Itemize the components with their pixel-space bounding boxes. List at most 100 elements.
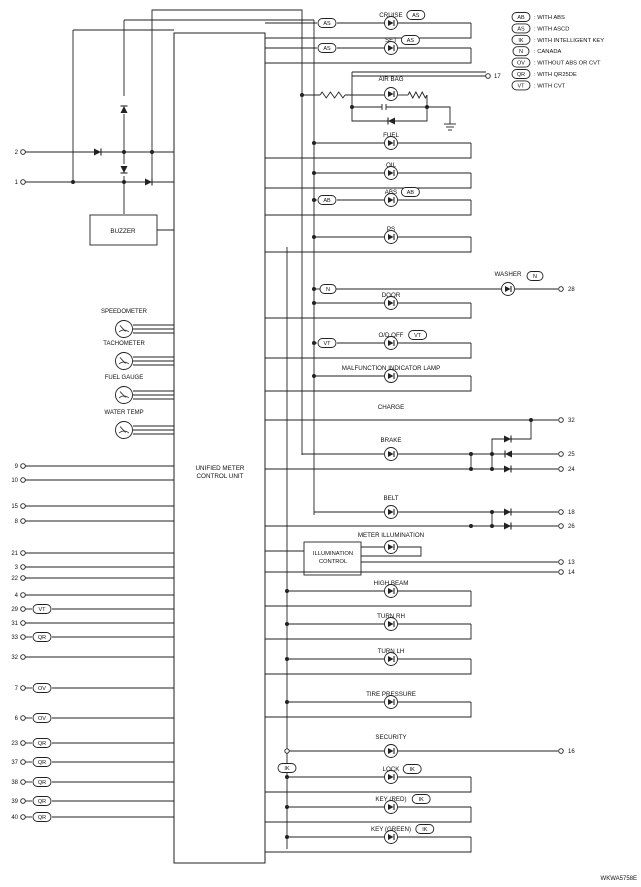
diode-triangle: [504, 508, 511, 516]
terminal-circle: [20, 503, 26, 509]
return-wire: [265, 837, 472, 853]
terminal-circle: [20, 592, 26, 598]
gauge-dial: [115, 421, 133, 439]
diode-triangle: [388, 621, 394, 627]
indicator-label: CHARGE: [378, 404, 404, 411]
diode-icon: [120, 166, 128, 174]
junction-dot: [312, 171, 316, 175]
terminal-circle: [20, 654, 26, 660]
wire-tag: QR: [32, 796, 52, 806]
indicator-lamp-icon: [384, 296, 398, 310]
wire-tag-text: QR: [38, 780, 46, 786]
terminal-circle: [20, 550, 26, 556]
diode-triangle: [388, 544, 394, 550]
terminal-number: 39: [11, 799, 18, 805]
legend-code-outline: [511, 34, 531, 45]
indicator-tag: VT: [408, 330, 428, 340]
indicator-lamp-icon: [384, 695, 398, 709]
terminal-circle: [20, 606, 26, 612]
terminal-circle: [20, 620, 26, 626]
wire-tag: QR: [32, 777, 52, 787]
terminal-number: 13: [568, 560, 575, 566]
indicator-label: LOCK: [383, 766, 401, 773]
indicator-tag: N: [526, 271, 544, 281]
indicator-lamp-icon: [384, 447, 398, 461]
indicator-tag-outline: [411, 794, 431, 804]
junction-dot: [312, 374, 316, 378]
junction-dot: [285, 835, 289, 839]
legend-code-outline: [511, 69, 531, 79]
junction-dot: [490, 524, 494, 528]
wire-tag: OV: [32, 713, 52, 723]
gauge-scale: [118, 430, 130, 434]
wire-tag-text: OV: [38, 716, 46, 722]
return-wire: [265, 659, 472, 675]
return-wire: [265, 303, 472, 319]
diode-triangle: [504, 522, 511, 530]
indicator-lamp-icon: [384, 744, 398, 758]
terminal-circle: [20, 634, 26, 640]
junction-dot: [312, 235, 316, 239]
return-wire: [265, 143, 472, 159]
indicator-lamp-icon: [384, 830, 398, 844]
terminal-circle: [20, 779, 26, 785]
indicator-lamp-icon: [384, 652, 398, 666]
wire-tag: VT: [32, 604, 52, 614]
gauge-label: WATER TEMP: [104, 410, 143, 416]
diode-triangle: [120, 166, 128, 173]
wire-tag-outline: [32, 604, 52, 614]
terminal-number: 29: [11, 607, 18, 613]
diode-triangle: [505, 450, 512, 458]
diode-triangle: [120, 106, 128, 113]
gauge-needle: [119, 325, 126, 332]
terminal-number: 21: [11, 551, 18, 557]
buzzer-box: [89, 214, 158, 246]
gauge-icon: [115, 386, 133, 404]
return-wire: [265, 702, 472, 718]
indicator-lamp-icon: [384, 136, 398, 150]
terminal-circle: [558, 569, 564, 575]
terminal-number: 16: [568, 749, 575, 755]
diode-triangle: [388, 300, 394, 306]
indicator-label: BRAKE: [381, 437, 402, 444]
terminal-number: 40: [11, 815, 18, 821]
terminal-circle: [20, 759, 26, 765]
terminal-circle: [558, 509, 564, 515]
gauge-label: SPEEDOMETER: [101, 309, 148, 315]
terminal-number: 14: [568, 570, 575, 576]
illumination-control-box: [303, 541, 362, 576]
terminal-number: 18: [568, 510, 575, 516]
gauge-label: FUEL GAUGE: [105, 375, 143, 381]
wire-tag-text: N: [326, 287, 330, 293]
legend-code-text: VT: [517, 83, 525, 89]
resistor-icon: [407, 91, 428, 99]
diode-triangle: [388, 588, 394, 594]
illumination-control-label: CONTROL: [319, 559, 348, 565]
diode-icon: [145, 178, 153, 186]
diode-triangle: [388, 140, 394, 146]
junction-dot: [425, 105, 429, 109]
legend-code-outline: [512, 46, 530, 57]
indicator-tag-outline: [415, 824, 435, 834]
wire-tag-outline: [32, 632, 52, 642]
diode-icon: [387, 117, 395, 125]
wire-tag-outline: [32, 757, 52, 767]
junction-dot: [285, 622, 289, 626]
wire-tag: AS: [317, 18, 337, 28]
junction-dot: [312, 341, 316, 345]
terminal-number: 1: [15, 180, 19, 186]
return-wire: [265, 777, 472, 793]
indicator-label: SET: [385, 37, 397, 44]
wire-tag: QR: [32, 757, 52, 767]
legend-code-outline: [511, 57, 531, 68]
terminal-circle: [20, 564, 26, 570]
unified-meter-control-unit: [173, 32, 266, 864]
junction-dot: [490, 467, 494, 471]
junction-dot: [285, 589, 289, 593]
diode-triangle: [388, 451, 394, 457]
diode-triangle: [388, 197, 394, 203]
terminal-circle: [20, 463, 26, 469]
indicator-label: TIRE PRESSURE: [366, 691, 416, 698]
diode-triangle: [388, 170, 394, 176]
wire-tag: VT: [317, 338, 337, 348]
